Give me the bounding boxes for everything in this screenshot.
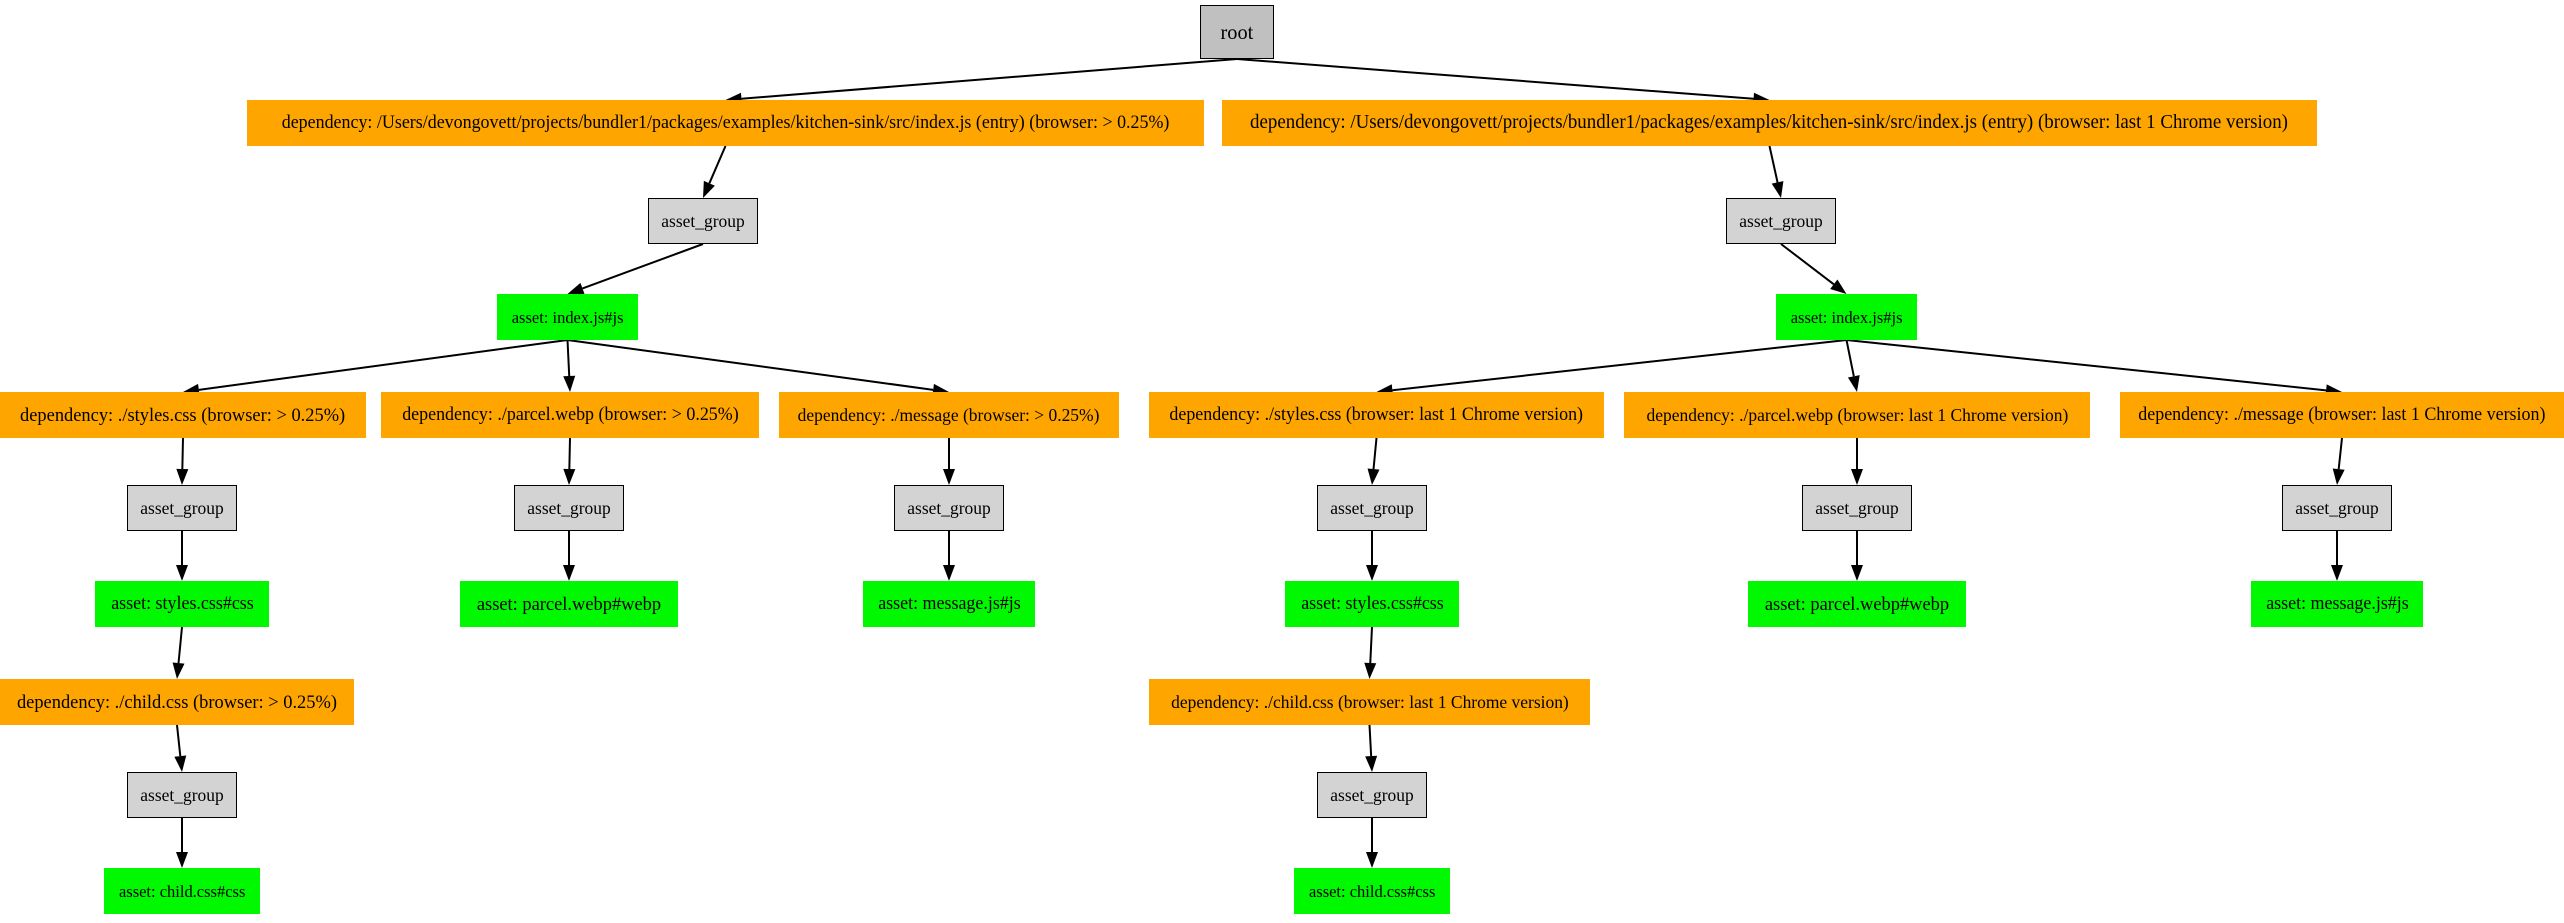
graph-node-ag_l2c[interactable]: asset_group [894, 485, 1004, 531]
graph-node-ag_r2b[interactable]: asset_group [1802, 485, 1912, 531]
graph-edge [1365, 724, 1378, 772]
graph-node-label: asset: child.css#css [1308, 881, 1436, 901]
graph-node-ag_r2a[interactable]: asset_group [1317, 485, 1427, 531]
graph-node-label: asset_group [1815, 498, 1899, 518]
graph-edge [1236, 58, 1770, 105]
graph-node-ag_r2c[interactable]: asset_group [2282, 485, 2392, 531]
graph-node-label: root [1220, 19, 1254, 44]
graph-node-ag_r3[interactable]: asset_group [1317, 772, 1427, 818]
graph-node-label: asset_group [140, 785, 224, 805]
graph-node-label: asset: index.js#js [1790, 307, 1903, 327]
graph-node-dep_msg_r[interactable]: dependency: ./message (browser: last 1 C… [2120, 392, 2564, 438]
graph-edge [1768, 145, 1784, 198]
graph-node-label: asset: child.css#css [118, 881, 246, 901]
graph-edge [1846, 339, 2342, 397]
graph-node-as_parcel_l[interactable]: asset: parcel.webp#webp [460, 581, 678, 627]
graph-node-as_child_l[interactable]: asset: child.css#css [104, 868, 260, 914]
graph-node-root[interactable]: root [1200, 5, 1274, 59]
graph-edge [1851, 438, 1863, 485]
graph-node-as_parcel_r[interactable]: asset: parcel.webp#webp [1748, 581, 1966, 627]
graph-edge [725, 58, 1238, 105]
graph-node-as_child_r[interactable]: asset: child.css#css [1294, 868, 1450, 914]
graph-node-label: asset: parcel.webp#webp [476, 593, 662, 615]
graph-node-dep_msg_l[interactable]: dependency: ./message (browser: > 0.25%) [779, 392, 1119, 438]
graph-node-label: asset_group [661, 211, 745, 231]
graph-node-label: asset_group [907, 498, 991, 518]
graph-node-label: asset_group [1330, 785, 1414, 805]
graph-node-dep_entry_l[interactable]: dependency: /Users/devongovett/projects/… [247, 100, 1204, 146]
graph-node-label: dependency: ./parcel.webp (browser: last… [1646, 405, 2068, 425]
graph-node-label: dependency: ./child.css (browser: > 0.25… [16, 691, 338, 713]
graph-node-label: asset: index.js#js [511, 307, 624, 327]
graph-node-label: asset_group [2295, 498, 2379, 518]
graph-node-label: dependency: ./message (browser: > 0.25%) [798, 405, 1100, 425]
graph-node-label: asset_group [1330, 498, 1414, 518]
graph-edge [1845, 339, 1860, 392]
graph-node-dep_styles_r[interactable]: dependency: ./styles.css (browser: last … [1149, 392, 1604, 438]
graph-node-label: asset_group [140, 498, 224, 518]
graph-node-as_msg_l[interactable]: asset: message.js#js [863, 581, 1035, 627]
graph-node-dep_child_l[interactable]: dependency: ./child.css (browser: > 0.25… [0, 679, 354, 725]
graph-edge [183, 339, 568, 396]
graph-edge [176, 531, 188, 581]
graph-edge [567, 243, 704, 295]
graph-node-ag_r1[interactable]: asset_group [1726, 198, 1836, 244]
graph-node-ag_l2b[interactable]: asset_group [514, 485, 624, 531]
graph-edge [1780, 243, 1847, 294]
graph-node-as_msg_r[interactable]: asset: message.js#js [2251, 581, 2423, 627]
graph-edge [172, 626, 185, 679]
graph-node-as_idx_l[interactable]: asset: index.js#js [497, 294, 638, 340]
graph-edge [2332, 437, 2345, 485]
graph-node-ag_l2a[interactable]: asset_group [127, 485, 237, 531]
graph-edge [176, 818, 188, 868]
graph-node-ag_l1[interactable]: asset_group [648, 198, 758, 244]
graph-edge [567, 339, 949, 396]
graph-edge [563, 437, 576, 485]
graph-node-label: dependency: ./child.css (browser: last 1… [1170, 692, 1569, 712]
graph-edge [703, 145, 727, 198]
graph-edge [1367, 437, 1380, 485]
graph-node-as_idx_r[interactable]: asset: index.js#js [1776, 294, 1917, 340]
graph-edge [1376, 339, 1847, 397]
graph-edge [1366, 818, 1378, 868]
graph-edge [176, 437, 189, 485]
graph-node-dep_styles_l[interactable]: dependency: ./styles.css (browser: > 0.2… [0, 392, 366, 438]
graph-edge [563, 531, 575, 581]
graph-node-as_styles_l[interactable]: asset: styles.css#css [95, 581, 269, 627]
graph-node-label: dependency: ./styles.css (browser: last … [1169, 404, 1584, 425]
graph-node-label: asset_group [527, 498, 611, 518]
graph-node-as_styles_r[interactable]: asset: styles.css#css [1285, 581, 1459, 627]
graph-node-label: dependency: ./message (browser: last 1 C… [2138, 404, 2546, 425]
graph-node-label: dependency: /Users/devongovett/projects/… [1250, 112, 2289, 134]
graph-node-dep_parcel_r[interactable]: dependency: ./parcel.webp (browser: last… [1624, 392, 2090, 438]
graph-node-label: asset: message.js#js [877, 593, 1021, 614]
graph-node-ag_l3[interactable]: asset_group [127, 772, 237, 818]
graph-node-label: asset: styles.css#css [110, 593, 254, 614]
graph-node-label: asset: styles.css#css [1300, 593, 1444, 614]
graph-node-dep_child_r[interactable]: dependency: ./child.css (browser: last 1… [1149, 679, 1590, 725]
graph-edge [563, 339, 576, 392]
graph-edge [1364, 626, 1377, 679]
graph-node-label: asset: parcel.webp#webp [1764, 593, 1950, 615]
graph-edge [1366, 531, 1378, 581]
graph-node-label: asset: message.js#js [2265, 593, 2409, 614]
graph-node-label: dependency: ./parcel.webp (browser: > 0.… [401, 404, 739, 425]
graph-node-dep_entry_r[interactable]: dependency: /Users/devongovett/projects/… [1222, 100, 2317, 146]
graph-node-label: asset_group [1739, 211, 1823, 231]
graph-node-label: dependency: ./styles.css (browser: > 0.2… [20, 404, 346, 426]
graph-edge [1851, 531, 1863, 581]
graph-edge [174, 724, 187, 772]
graph-node-dep_parcel_l[interactable]: dependency: ./parcel.webp (browser: > 0.… [381, 392, 759, 438]
graph-edge [943, 438, 955, 485]
graph-edge [2331, 531, 2343, 581]
graph-edge [943, 531, 955, 581]
graph-node-label: dependency: /Users/devongovett/projects/… [281, 112, 1170, 133]
